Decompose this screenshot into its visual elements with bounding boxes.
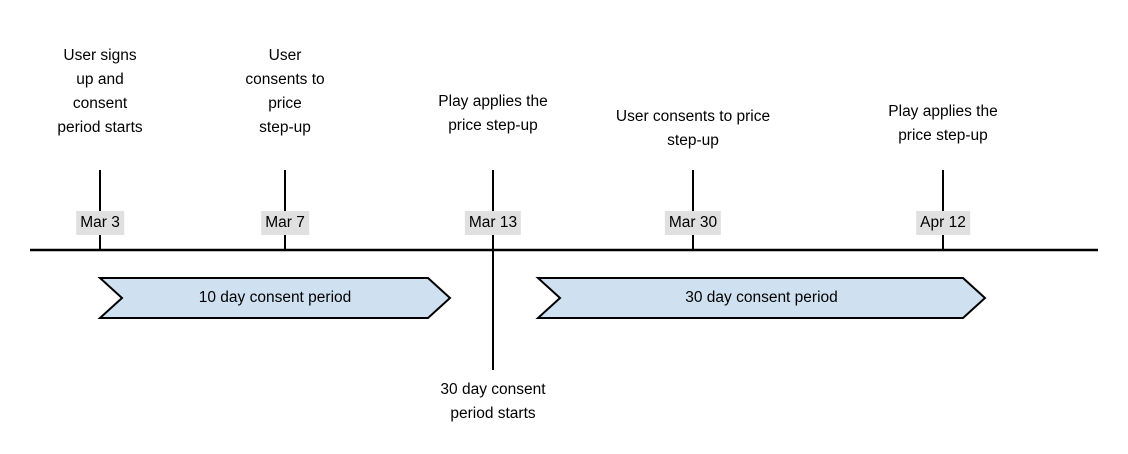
banner-shape-consent-period-30-day (535, 277, 987, 319)
event-label-stepup-2: Play applies the price step-up (888, 103, 998, 144)
date-chip-stepup-1: Mar 13 (464, 211, 522, 235)
timeline-ticks (99, 170, 944, 370)
below-axis-label-thirty-day-start: 30 day consent period starts (440, 381, 546, 422)
event-label-signup: User signs up and consent period starts (57, 47, 143, 136)
event-label-consent-1: User consents to price step-up (245, 47, 325, 136)
date-chip-consent-2: Mar 30 (664, 211, 722, 235)
banner-label-consent-period-30-day: 30 day consent period (685, 289, 838, 306)
consent-period-banners (97, 277, 987, 319)
banner-shape-consent-period-10-day (97, 277, 452, 319)
date-chip-signup: Mar 3 (76, 211, 124, 235)
event-label-stepup-1: Play applies the price step-up (438, 93, 548, 134)
banner-label-consent-period-10-day: 10 day consent period (198, 289, 352, 306)
event-label-consent-2: User consents to price step-up (615, 108, 771, 149)
date-chip-consent-1: Mar 7 (261, 211, 309, 235)
date-chip-stepup-2: Apr 12 (916, 211, 970, 235)
